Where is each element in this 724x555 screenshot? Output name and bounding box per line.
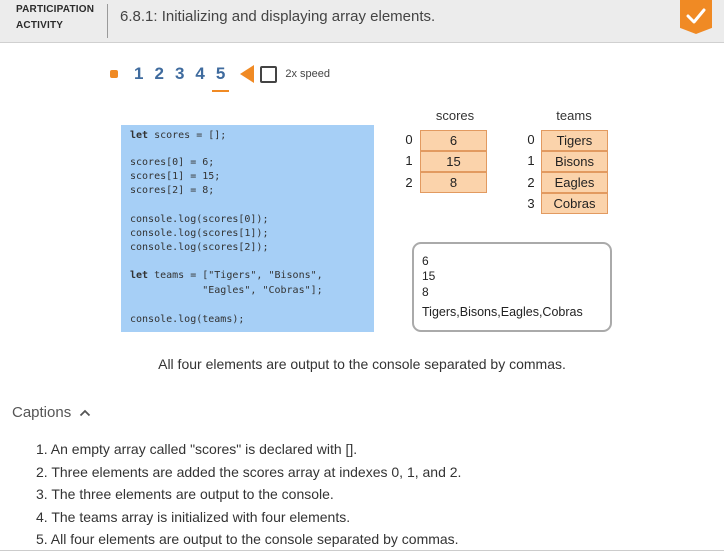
code-line-10: console.log(teams); [130,314,245,325]
code-panel: let scores = []; scores[0] = 6; scores[1… [121,125,374,332]
console-line: 15 [422,269,436,283]
code-line-5: console.log(scores[0]); [130,214,269,225]
caption-item: 1. An empty array called "scores" is dec… [36,441,358,457]
header-divider [107,4,108,38]
code-line-1: let scores = []; [130,130,227,141]
caption-item: 3. The three elements are output to the … [36,486,334,502]
captions-list: 1. An empty array called "scores" is dec… [36,438,461,551]
back-triangle-icon[interactable] [240,65,255,83]
teams-cell: Tigers [541,130,608,151]
activity-type-line2: ACTIVITY [16,20,64,31]
caption-item: 4. The teams array is initialized with f… [36,508,351,525]
step-2-button[interactable]: 2 [154,64,164,83]
animation-controls: 1 2 3 4 5 2x speed [110,62,330,92]
scores-index: 1 [405,153,413,168]
console-output: 6 15 8 Tigers,Bisons,Eagles,Cobras [412,242,612,332]
code-line-2: scores[0] = 6; [130,157,215,168]
captions-toggle[interactable]: Captions [12,404,91,421]
chevron-up-icon [80,409,91,416]
code-line-6: console.log(scores[1]); [130,228,269,239]
caption-item: 5. All four elements are output to the c… [36,531,459,547]
console-line: Tigers,Bisons,Eagles,Cobras [422,305,583,319]
captions-toggle-label: Captions [12,404,72,421]
code-line-3: scores[1] = 15; [130,171,221,182]
code-line-7: console.log(scores[2]); [130,242,269,253]
scores-cell: 6 [420,130,487,151]
speed-checkbox[interactable] [260,65,278,83]
activity-type-line1: PARTICIPATION [16,4,95,15]
console-line: 8 [422,285,429,299]
step-1-button[interactable]: 1 [134,64,144,83]
scores-array-label: scores [435,108,475,123]
teams-index: 1 [527,153,535,168]
teams-cell: Bisons [541,151,608,172]
scores-index: 2 [405,175,413,190]
teams-index: 2 [527,175,535,190]
scores-cell: 8 [420,172,487,193]
teams-cell: Eagles [541,172,608,193]
start-button[interactable] [110,70,118,78]
step-4-button[interactable]: 4 [195,64,205,83]
checkmark-icon [686,8,706,23]
completed-badge [680,0,712,34]
teams-array-label: teams [556,108,592,123]
step-caption: All four elements are output to the cons… [158,356,566,372]
scores-cell: 15 [420,151,487,172]
activity-type-label: PARTICIPATION ACTIVITY [16,2,94,34]
code-line-9: "Eagles", "Cobras"]; [130,285,323,296]
activity-header: PARTICIPATION ACTIVITY 6.8.1: Initializi… [0,0,724,43]
teams-index: 3 [527,196,535,211]
step-3-button[interactable]: 3 [174,64,185,83]
scores-index: 0 [405,132,413,147]
code-line-8: let teams = ["Tigers", "Bisons", [130,270,323,281]
console-line: 6 [422,254,429,268]
step-5-button[interactable]: 5 [211,64,231,92]
teams-cell: Cobras [541,193,608,214]
teams-index: 0 [527,132,535,147]
bottom-divider [0,550,724,551]
activity-title: 6.8.1: Initializing and displaying array… [120,8,436,25]
speed-label: 2x speed [285,68,330,80]
caption-item: 2. Three elements are added the scores a… [36,463,462,480]
code-line-4: scores[2] = 8; [130,185,215,196]
